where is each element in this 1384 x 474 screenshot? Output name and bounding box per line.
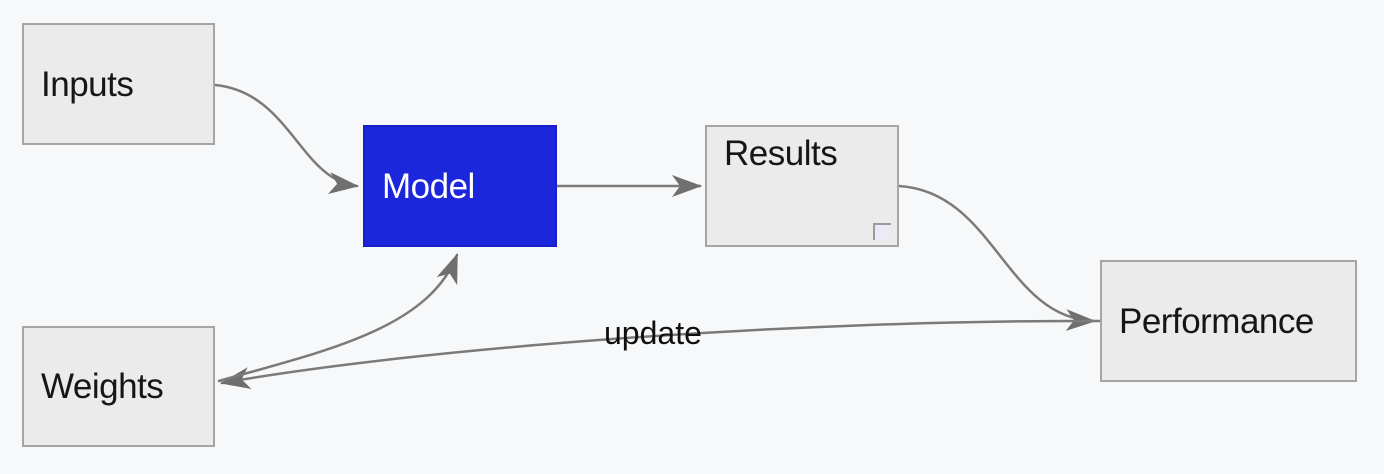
edge-performance-to-weights[interactable] <box>220 319 1102 389</box>
node-model-label: Model <box>382 166 475 206</box>
node-results-label: Results <box>724 134 838 173</box>
node-weights-label: Weights <box>41 367 164 406</box>
node-results[interactable]: Results <box>705 125 899 247</box>
edge-weights-to-model[interactable] <box>217 253 459 383</box>
fold-corner-icon[interactable] <box>873 223 891 240</box>
node-inputs[interactable]: Inputs <box>22 23 215 145</box>
node-inputs-label: Inputs <box>41 64 134 104</box>
node-model[interactable]: Model <box>363 125 557 247</box>
edge-label-update[interactable]: update <box>604 315 702 351</box>
edge-inputs-to-model[interactable] <box>213 83 359 194</box>
edge-results-to-performance[interactable] <box>897 184 1096 332</box>
node-performance-label: Performance <box>1119 301 1314 341</box>
node-performance[interactable]: Performance <box>1100 260 1357 382</box>
node-weights[interactable]: Weights <box>22 326 215 447</box>
